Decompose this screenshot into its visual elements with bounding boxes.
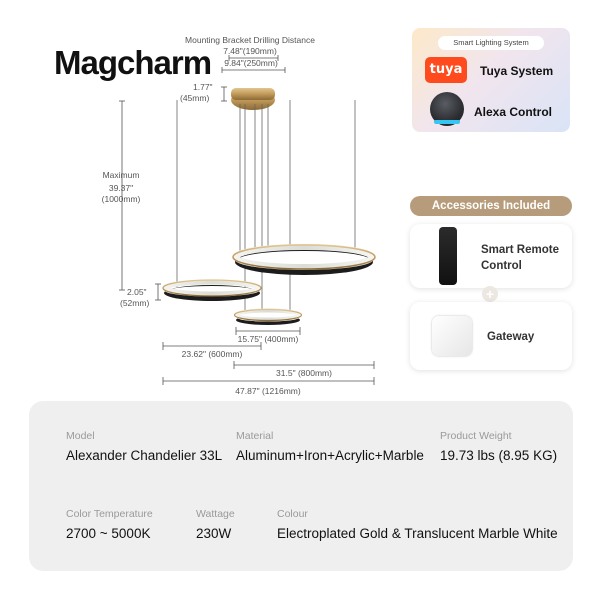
ring-large bbox=[232, 244, 376, 275]
spec-model-value: Alexander Chandelier 33L bbox=[66, 448, 223, 463]
spec-weight-key: Product Weight bbox=[440, 430, 512, 442]
max-height-in: 39.37" bbox=[108, 183, 134, 193]
bracket-outer-dim: 9.84"(250mm) bbox=[224, 58, 278, 68]
alexa-control-label: Alexa Control bbox=[474, 105, 553, 119]
max-height-mm: (1000mm) bbox=[101, 194, 141, 204]
chandelier-diagram bbox=[119, 55, 376, 385]
bracket-inner-dim: 7.48"(190mm) bbox=[223, 46, 277, 56]
gateway-device-icon bbox=[432, 316, 472, 356]
suspension-wires bbox=[176, 100, 356, 312]
ring-height-in: 2.05" bbox=[127, 287, 147, 297]
diameter-small-label: 15.75" (400mm) bbox=[237, 334, 299, 344]
remote-card bbox=[410, 224, 572, 288]
spec-panel bbox=[29, 401, 573, 571]
echo-light-ring bbox=[434, 120, 460, 124]
spec-weight-value: 19.73 lbs (8.95 KG) bbox=[440, 448, 558, 463]
gateway-label: Gateway bbox=[487, 331, 535, 343]
spec-wattage-value: 230W bbox=[196, 526, 232, 541]
total-width-label: 47.87" (1216mm) bbox=[235, 386, 301, 396]
diameter-large-label: 31.5" (800mm) bbox=[276, 368, 332, 378]
spec-temp-value: 2700 ~ 5000K bbox=[66, 526, 151, 541]
canopy-height-mm: (45mm) bbox=[180, 93, 210, 103]
ring-height-mm: (52mm) bbox=[120, 298, 150, 308]
remote-label-line2: Control bbox=[481, 260, 522, 272]
spec-wattage-key: Wattage bbox=[196, 508, 235, 520]
ring-medium bbox=[162, 279, 262, 301]
spec-model-key: Model bbox=[66, 430, 95, 442]
spec-colour-key: Colour bbox=[277, 508, 308, 520]
spec-temp-key: Color Temperature bbox=[66, 508, 153, 520]
tuya-system-label: Tuya System bbox=[480, 64, 554, 78]
canopy-height-in: 1.77" bbox=[193, 82, 213, 92]
smart-lighting-title: Smart Lighting System bbox=[438, 36, 544, 50]
plus-icon: + bbox=[482, 286, 498, 302]
diameter-medium-label: 23.62" (600mm) bbox=[181, 349, 243, 359]
bracket-distance-title: Mounting Bracket Drilling Distance bbox=[185, 35, 315, 45]
remote-label-line1: Smart Remote bbox=[481, 244, 559, 256]
canopy-body bbox=[231, 88, 275, 100]
spec-material-value: Aluminum+Iron+Acrylic+Marble bbox=[236, 448, 424, 463]
brand-logo: Magcharm bbox=[54, 44, 212, 81]
remote-control-icon bbox=[439, 227, 457, 285]
tuya-logo: tuya bbox=[425, 57, 467, 83]
spec-material-key: Material bbox=[236, 430, 274, 442]
ring-small bbox=[233, 308, 303, 325]
spec-colour-value: Electroplated Gold & Translucent Marble … bbox=[277, 526, 558, 541]
dimension-lines bbox=[119, 55, 375, 385]
max-height-label: Maximum bbox=[102, 170, 140, 180]
accessories-title: Accessories Included bbox=[410, 196, 572, 216]
